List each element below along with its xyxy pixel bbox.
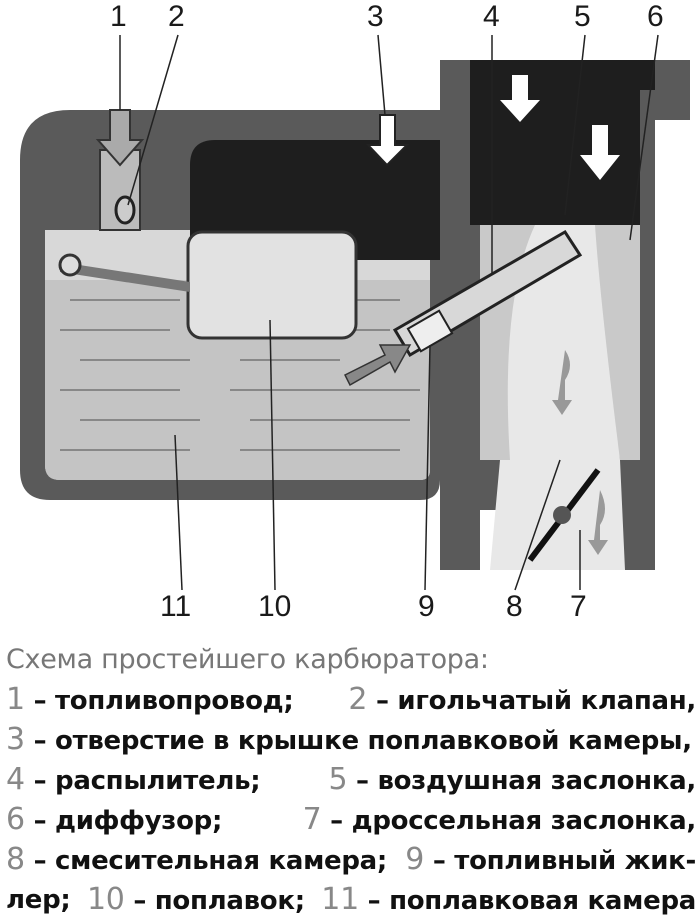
legend-text: – поплавковая камера <box>367 886 697 916</box>
legend-num: 5 <box>328 762 348 797</box>
carburetor-diagram <box>20 34 690 591</box>
label-9: 9 <box>418 590 435 623</box>
caption-line: 8 – смесительная камера; 9 – топливный ж… <box>6 840 696 880</box>
legend-text: – дроссельная заслонка, <box>330 806 696 836</box>
legend-text: – воздушная заслонка, <box>356 766 696 796</box>
air-arrow-left <box>500 75 540 122</box>
mixture-arrow-upper <box>552 350 572 415</box>
legend-text: – диффузор; <box>33 806 223 836</box>
label-5: 5 <box>574 0 591 33</box>
fuel-inlet-arrow <box>95 109 145 167</box>
legend-num: 6 <box>6 802 25 837</box>
mixture-arrow-lower <box>588 490 608 555</box>
legend-num: 4 <box>6 762 25 797</box>
label-10: 10 <box>258 590 292 623</box>
legend-num: 10 <box>86 882 125 917</box>
legend-text: – смесительная камера; <box>33 846 388 876</box>
label-4: 4 <box>483 0 500 33</box>
caption-line: 1 – топливопровод; 2 – игольчатый клапан… <box>6 680 696 720</box>
label-8: 8 <box>506 590 523 623</box>
label-1: 1 <box>110 0 127 33</box>
caption-line: лер; 10 – поплавок; 11 – поплавковая кам… <box>6 880 696 920</box>
needle-valve <box>114 195 136 225</box>
label-3: 3 <box>367 0 384 33</box>
legend-num: 7 <box>302 802 322 837</box>
fuel-flow-arrow <box>343 344 412 387</box>
air-intake <box>470 60 655 225</box>
fuel-jet <box>406 309 454 353</box>
legend-text: – поплавок; <box>133 886 305 916</box>
air-space <box>190 140 440 260</box>
label-7: 7 <box>570 590 587 623</box>
caption-title: Схема простейшего карбюратора: <box>6 644 489 675</box>
legend-text: лер; <box>6 885 71 915</box>
caption-line: 3 – отверстие в крышке поплавковой камер… <box>6 720 696 760</box>
float <box>186 230 358 340</box>
legend-num: 2 <box>348 682 368 717</box>
legend-text: – топливопровод; <box>33 686 294 716</box>
legend-num: 9 <box>405 842 425 877</box>
caption: Схема простейшего карбюратора: 1 – топли… <box>6 640 696 920</box>
legend-text: – отверстие в крышке поплавковой камеры, <box>33 726 693 756</box>
diffuser-right <box>595 225 640 460</box>
leader-lines <box>119 34 659 591</box>
label-11: 11 <box>160 590 192 623</box>
float-lever <box>60 262 190 292</box>
air-arrow-3 <box>365 114 410 167</box>
legend-num: 3 <box>6 722 25 757</box>
legend-num: 8 <box>6 842 25 877</box>
label-6: 6 <box>647 0 664 33</box>
legend-text: – распылитель; <box>33 766 261 796</box>
legend-text: – игольчатый клапан, <box>375 686 696 716</box>
caption-line: 4 – распылитель; 5 – воздушная заслонка, <box>6 760 696 800</box>
legend-num: 11 <box>321 882 359 917</box>
label-2: 2 <box>168 0 185 33</box>
caption-line: 6 – диффузор; 7 – дроссельная заслонка, <box>6 800 696 840</box>
air-arrow-right <box>580 125 620 180</box>
legend-num: 1 <box>6 682 25 717</box>
fuel-level-lines <box>60 299 420 451</box>
legend-text: – топливный жик- <box>432 846 696 876</box>
